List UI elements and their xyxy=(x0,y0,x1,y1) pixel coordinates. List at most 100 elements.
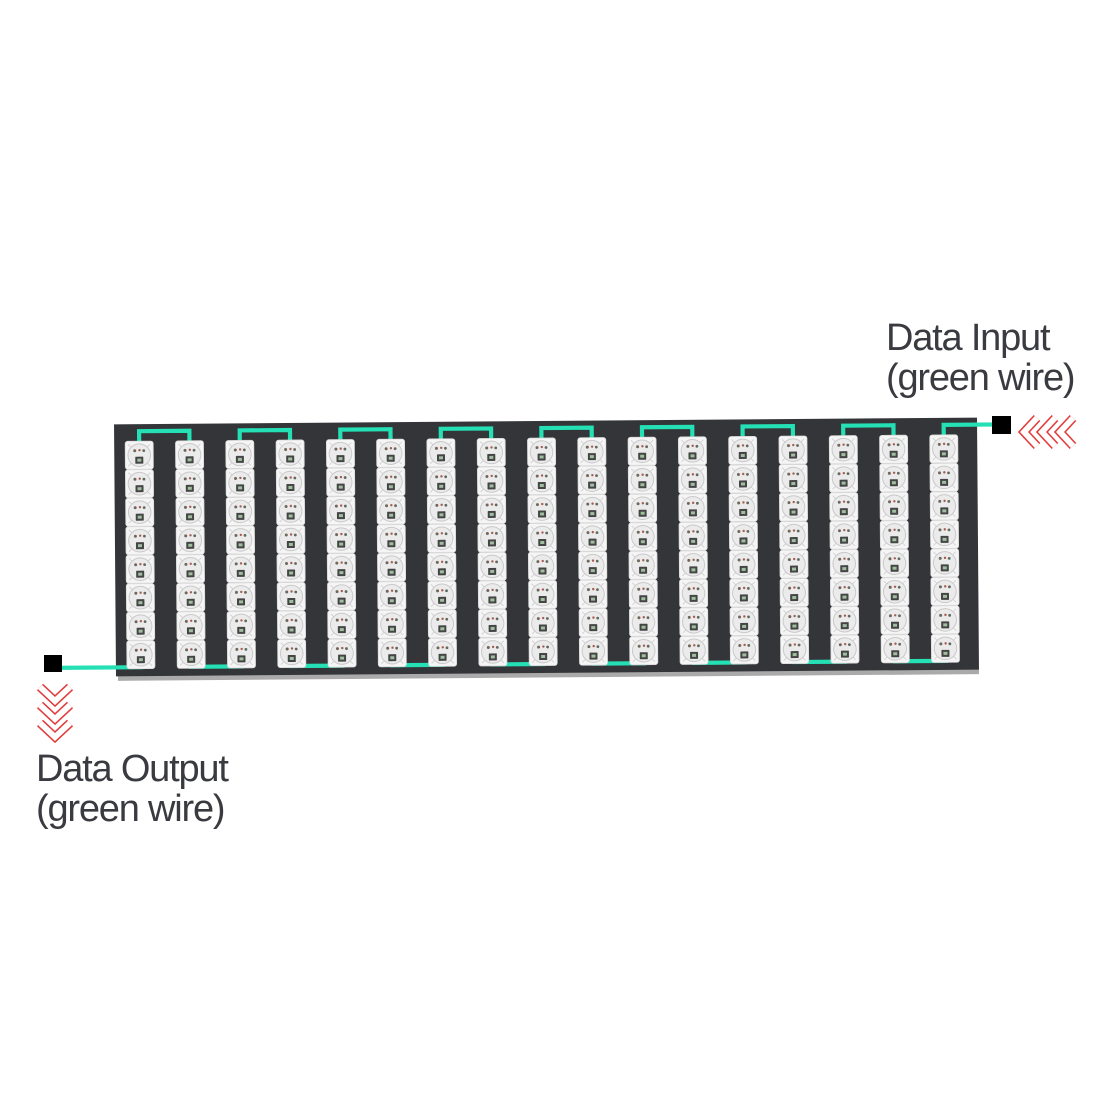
led-module xyxy=(930,576,960,606)
led-module xyxy=(679,607,709,637)
led-module xyxy=(327,638,357,668)
led-module xyxy=(829,577,859,607)
led-module xyxy=(930,605,960,635)
led-module xyxy=(929,491,959,521)
led-module xyxy=(527,466,557,496)
led-module xyxy=(478,608,508,638)
led-module xyxy=(829,520,859,550)
led-module xyxy=(226,525,256,555)
led-module xyxy=(476,437,506,467)
led-module xyxy=(829,492,859,522)
led-module xyxy=(879,491,909,521)
led-module xyxy=(577,494,607,524)
data-input-label-line2: (green wire) xyxy=(886,357,1076,399)
led-module xyxy=(577,465,607,495)
led-module xyxy=(124,440,154,470)
led-module xyxy=(427,523,457,553)
led-module xyxy=(426,466,456,496)
led-module xyxy=(629,607,658,637)
led-module xyxy=(275,439,305,469)
led-module xyxy=(729,549,759,579)
led-module xyxy=(628,493,658,523)
led-module xyxy=(477,551,507,581)
led-module xyxy=(427,609,457,639)
led-module xyxy=(577,437,607,467)
led-module xyxy=(929,462,959,492)
led-module xyxy=(578,522,608,552)
led-module xyxy=(175,440,205,470)
led-module xyxy=(277,639,307,668)
led-module xyxy=(829,463,859,493)
led-module xyxy=(377,552,407,582)
led-module xyxy=(628,550,658,580)
led-module xyxy=(728,521,758,551)
led-module xyxy=(879,463,909,493)
led-module xyxy=(125,583,155,613)
led-module xyxy=(175,468,205,498)
led-module xyxy=(729,606,759,636)
led-module xyxy=(326,467,356,497)
led-module xyxy=(275,468,305,497)
led-panel-group xyxy=(52,417,1002,681)
led-module xyxy=(879,520,909,550)
led-module xyxy=(677,436,707,466)
led-module xyxy=(427,552,457,582)
led-module xyxy=(528,580,558,610)
led-module xyxy=(325,439,355,469)
led-module xyxy=(176,611,206,641)
led-module xyxy=(830,634,860,664)
led-module xyxy=(377,638,407,668)
led-module xyxy=(678,464,708,494)
led-module xyxy=(327,581,357,611)
led-module xyxy=(629,636,659,666)
led-module xyxy=(377,609,407,639)
led-module xyxy=(426,438,456,468)
led-module xyxy=(277,610,306,640)
led-module xyxy=(779,492,808,522)
led-module xyxy=(225,439,255,469)
led-module xyxy=(830,606,860,636)
led-module xyxy=(326,496,356,526)
led-module xyxy=(126,611,156,641)
led-module xyxy=(376,524,406,554)
data-output-label-line2: (green wire) xyxy=(36,788,226,830)
led-module xyxy=(930,633,960,663)
led-module xyxy=(427,580,457,610)
led-module xyxy=(175,497,205,527)
input-connector xyxy=(992,416,1011,434)
chevrons-left-icon xyxy=(1017,414,1077,450)
led-module xyxy=(176,639,206,669)
led-module xyxy=(778,435,808,465)
led-module xyxy=(225,468,255,498)
data-input-label: Data Input (green wire) xyxy=(886,317,1076,399)
led-module xyxy=(679,578,709,608)
led-module xyxy=(880,577,910,607)
led-module xyxy=(175,554,205,584)
led-module xyxy=(376,467,406,497)
led-module xyxy=(779,578,809,608)
led-module xyxy=(326,553,356,583)
data-output-label: Data Output (green wire) xyxy=(36,748,229,830)
led-module xyxy=(175,525,205,555)
led-module xyxy=(578,636,608,666)
led-module xyxy=(528,608,558,638)
led-module xyxy=(880,548,910,578)
data-output-label-line1: Data Output xyxy=(36,748,229,790)
led-module xyxy=(326,524,356,554)
data-input-label-line1: Data Input xyxy=(886,317,1051,359)
led-module xyxy=(528,637,558,667)
output-connector xyxy=(44,655,62,672)
led-module xyxy=(880,634,910,664)
led-module xyxy=(627,436,657,466)
led-module xyxy=(929,434,959,464)
led-module xyxy=(477,580,507,610)
led-module xyxy=(578,551,608,581)
led-module xyxy=(428,637,458,667)
led-module xyxy=(778,464,808,494)
led-module xyxy=(679,635,709,665)
led-module xyxy=(729,578,759,608)
led-module xyxy=(276,553,306,583)
led-module xyxy=(276,525,306,554)
led-module xyxy=(829,549,859,579)
